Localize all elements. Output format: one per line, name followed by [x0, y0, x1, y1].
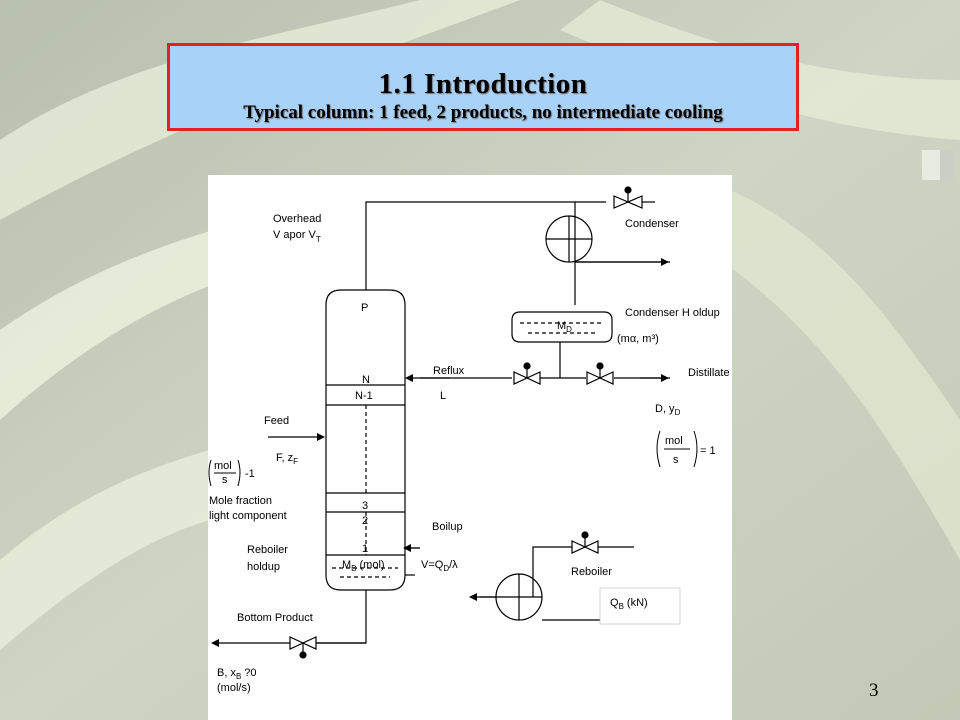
label-tray-1: 1 — [362, 543, 368, 555]
label-reboiler-duty: QB(kN) — [610, 597, 648, 611]
label-column-top: P — [361, 302, 368, 314]
svg-text:s: s — [673, 454, 679, 466]
svg-text:s: s — [222, 474, 228, 486]
label-tray-2: 2 — [362, 515, 368, 527]
label-tray-n-1: N-1 — [355, 390, 373, 402]
label-condenser-holdup: Condenser H oldup — [625, 307, 720, 319]
svg-text:mol: mol — [665, 435, 683, 447]
title-box: 1.1 Introduction Typical column: 1 feed,… — [167, 43, 799, 131]
condenser-drum — [511, 311, 613, 343]
slide-number: 3 — [869, 680, 879, 701]
label-overhead-vapor: V apor VT — [273, 229, 321, 244]
label-distillate-flow: D, yD — [655, 403, 681, 417]
label-reboiler: Reboiler — [571, 566, 612, 578]
mol-per-s-equation: mol s = 1 — [656, 430, 716, 468]
label-overhead: Overhead — [273, 213, 321, 225]
label-reboiler-holdup-2: holdup — [247, 561, 280, 573]
label-bottom-units: (mol/s) — [217, 682, 251, 694]
label-distillate: Distillate — [688, 367, 730, 379]
column-diagram: Overhead V apor VT Condenser Condenser H… — [208, 175, 732, 720]
label-holdup-units: (mα, m³) — [617, 333, 659, 345]
label-bottom-flow: B, xB?0 — [217, 667, 257, 681]
svg-text:= 1: = 1 — [700, 445, 716, 457]
label-bottom-product: Bottom Product — [237, 612, 313, 624]
label-mb: MB(mol) — [342, 559, 385, 573]
feed-units-equation: mol s -1 — [208, 459, 255, 487]
label-mole-fraction: Mole fraction — [209, 495, 272, 507]
label-reflux-l: L — [440, 390, 446, 402]
slide-title: 1.1 Introduction — [378, 68, 588, 100]
svg-text:-1: -1 — [245, 468, 255, 480]
label-tray-n: N — [362, 374, 370, 386]
label-light-component: light component — [209, 510, 287, 522]
label-condenser: Condenser — [625, 218, 679, 230]
label-boilup-formula: V=QD/λ — [421, 559, 458, 573]
svg-text:mol: mol — [214, 460, 232, 472]
label-tray-3: 3 — [362, 500, 368, 512]
slide-subtitle: Typical column: 1 feed, 2 products, no i… — [243, 102, 723, 123]
label-boilup: Boilup — [432, 521, 463, 533]
label-reboiler-holdup: Reboiler — [247, 544, 288, 556]
label-md: MD — [557, 320, 572, 334]
label-reflux: Reflux — [433, 365, 465, 377]
label-feed: Feed — [264, 415, 289, 427]
label-feed-flow: F, zF — [276, 452, 298, 466]
